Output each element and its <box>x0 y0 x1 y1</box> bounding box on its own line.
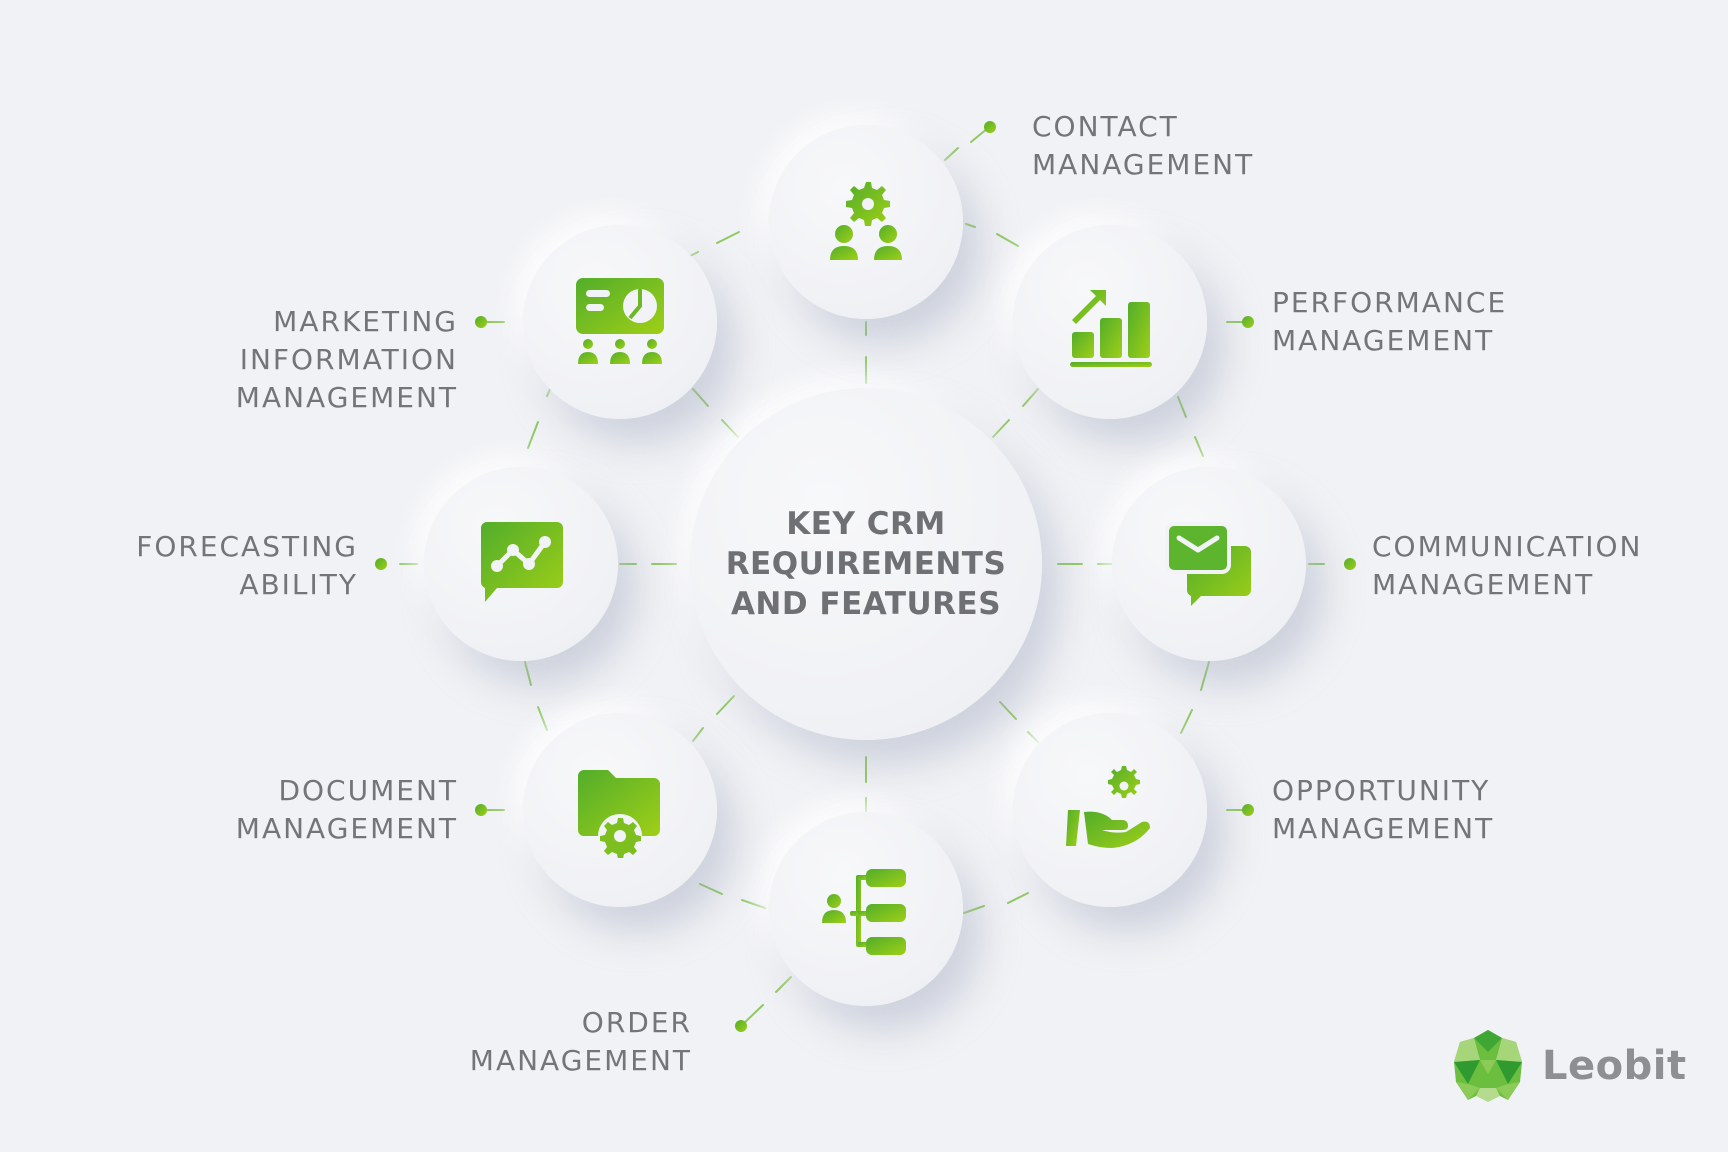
bar-chart-up-icon <box>1070 290 1152 367</box>
label-line: CONTACT <box>1032 110 1179 143</box>
person-hierarchy-icon <box>822 869 906 955</box>
diagram-title: KEY CRM REQUIREMENTS AND FEATURES <box>726 504 1007 624</box>
brand-name: Leobit <box>1542 1043 1687 1089</box>
node-order-management <box>769 812 963 1006</box>
hand-gear-icon <box>1066 766 1150 848</box>
lion-head-logo-icon <box>1454 1030 1522 1102</box>
label-line: MANAGEMENT <box>469 1044 692 1077</box>
label-line: MANAGEMENT <box>235 812 458 845</box>
label-line: DOCUMENT <box>278 774 458 807</box>
label-line: ORDER <box>581 1006 692 1039</box>
folder-gear-icon <box>578 770 660 858</box>
node-contact-management <box>769 125 963 319</box>
chat-envelope-icon <box>1165 522 1251 606</box>
label-line: MANAGEMENT <box>1272 812 1495 845</box>
node-marketing-information-management <box>523 225 717 419</box>
label-forecasting-ability: FORECASTING ABILITY <box>136 528 358 604</box>
label-performance-management: PERFORMANCE MANAGEMENT <box>1272 284 1507 360</box>
center-hub: KEY CRM REQUIREMENTS AND FEATURES <box>690 388 1042 740</box>
node-opportunity-management <box>1013 713 1207 907</box>
presentation-audience-icon <box>576 278 664 364</box>
label-line: MANAGEMENT <box>1372 568 1595 601</box>
label-communication-management: COMMUNICATION MANAGEMENT <box>1372 528 1642 604</box>
label-line: MARKETING <box>273 305 458 338</box>
label-line: MANAGEMENT <box>1272 324 1495 357</box>
label-line: FORECASTING <box>136 530 358 563</box>
chat-line-chart-icon <box>480 522 563 602</box>
node-performance-management <box>1013 225 1207 419</box>
node-document-management <box>523 713 717 907</box>
label-line: INFORMATION <box>239 343 458 376</box>
label-line: OPPORTUNITY <box>1272 774 1491 807</box>
label-line: PERFORMANCE <box>1272 286 1508 319</box>
node-forecasting-ability <box>424 467 618 661</box>
label-line: MANAGEMENT <box>235 381 458 414</box>
label-line: MANAGEMENT <box>1032 148 1255 181</box>
title-line-1: KEY CRM <box>786 506 946 542</box>
people-gear-icon <box>830 182 902 260</box>
title-line-3: AND FEATURES <box>730 586 1002 622</box>
label-document-management: DOCUMENT MANAGEMENT <box>236 772 458 848</box>
label-opportunity-management: OPPORTUNITY MANAGEMENT <box>1272 772 1494 848</box>
node-communication-management <box>1112 467 1306 661</box>
brand-logo: Leobit <box>1450 1028 1687 1104</box>
label-contact-management: CONTACT MANAGEMENT <box>1032 108 1254 184</box>
label-marketing-information-management: MARKETING INFORMATION MANAGEMENT <box>236 303 458 417</box>
title-line-2: REQUIREMENTS <box>725 546 1007 582</box>
label-order-management: ORDER MANAGEMENT <box>470 1004 692 1080</box>
label-line: ABILITY <box>239 568 358 601</box>
label-line: COMMUNICATION <box>1372 530 1643 563</box>
